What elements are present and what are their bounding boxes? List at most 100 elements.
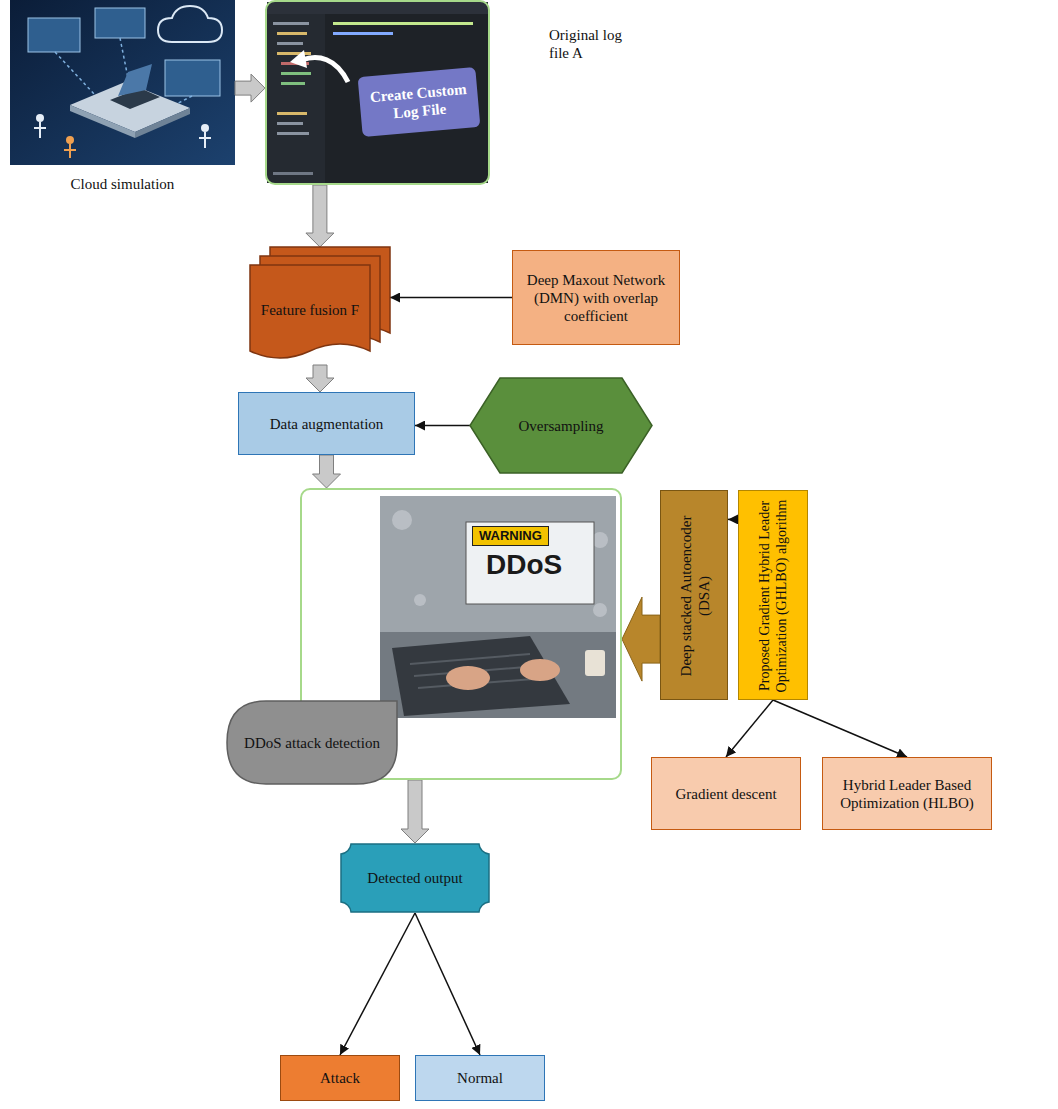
editor-ground	[267, 2, 488, 183]
vertical-box: Deep stacked Autoencoder (DSA)	[660, 490, 728, 700]
curved-arrow-head	[290, 50, 307, 68]
arrow-line	[390, 297, 512, 299]
node-label: Normal	[457, 1069, 503, 1087]
cloud-illustration	[10, 0, 235, 165]
node-label: Cloud simulation	[10, 175, 235, 193]
person-head	[66, 136, 74, 144]
platform-side	[135, 108, 190, 138]
node-label: Feature fusion F	[254, 277, 366, 343]
arrow-line	[773, 700, 907, 757]
person-head	[201, 124, 209, 132]
file-line	[277, 32, 307, 35]
person-body	[199, 132, 211, 148]
cloud-outline	[158, 6, 222, 42]
file-line	[281, 72, 311, 75]
arrow-line	[340, 913, 415, 1055]
screen-panel	[165, 60, 220, 96]
desk	[380, 632, 616, 718]
label-holder: Hybrid Leader Based Optimization (HLBO)	[823, 758, 991, 829]
person-body	[64, 144, 76, 158]
file-line	[273, 172, 313, 175]
bokeh	[593, 603, 607, 617]
node-outline-path	[341, 844, 489, 912]
feature-fusion-documents: Feature fusion F	[250, 247, 390, 365]
node-outline-path	[250, 265, 370, 358]
file-line	[277, 52, 311, 55]
laptop	[392, 636, 570, 716]
node-label: Create Custom Log File	[358, 67, 481, 137]
node-label: Deep Maxout Network (DMN) with overlap c…	[521, 271, 671, 325]
node-label: WARNING	[472, 526, 549, 546]
curved-arrow	[302, 58, 348, 82]
link-lines	[55, 38, 192, 110]
label-holder: Normal	[416, 1056, 544, 1100]
label-holder: Detected output	[340, 843, 490, 913]
result-box: Normal	[415, 1055, 545, 1101]
node-label: Gradient descent	[675, 785, 776, 803]
photo-ground	[380, 496, 616, 718]
node-label: Hybrid Leader Based Optimization (HLBO)	[831, 776, 983, 812]
file-line	[277, 112, 307, 115]
block-arrow	[306, 185, 334, 247]
warning-screen	[466, 522, 594, 604]
node-outline-path	[227, 701, 397, 784]
platform-side	[70, 105, 135, 138]
label-holder: Deep Maxout Network (DMN) with overlap c…	[513, 251, 679, 344]
result-box: Attack	[280, 1055, 400, 1101]
file-line	[277, 122, 303, 125]
node-outline-path	[470, 378, 652, 473]
node-label: Deep stacked Autoencoder (DSA)	[661, 491, 729, 701]
callout-shape: DDoS attack detection	[226, 700, 398, 785]
label-holder: Attack	[281, 1056, 399, 1100]
hand	[520, 659, 560, 681]
bokeh	[392, 510, 412, 530]
block-arrow	[235, 74, 265, 102]
editor-sidebar	[267, 14, 325, 183]
cloud-simulation-image: Cloud simulation	[10, 0, 235, 215]
hexagon-box: Oversampling	[470, 378, 652, 473]
process-box: Gradient descent	[651, 757, 801, 830]
node-label: Oversampling	[519, 417, 604, 435]
laptop-screen	[118, 64, 152, 96]
person-body	[34, 122, 46, 138]
bokeh	[414, 594, 426, 606]
node-label: Attack	[320, 1069, 360, 1087]
process-box: Hybrid Leader Based Optimization (HLBO)	[822, 757, 992, 830]
cloud-scene-ground	[10, 0, 235, 165]
node-label: DDoS attack detection	[244, 734, 380, 752]
label-holder: Gradient descent	[652, 758, 800, 829]
plaque-box: Detected output	[340, 843, 490, 913]
vertical-box: Proposed Gradient Hybrid Leader Optimiza…	[738, 490, 808, 700]
log-editor-illustration	[267, 2, 488, 183]
node-label: Original log file A	[549, 26, 644, 62]
node-label: Detected output	[367, 869, 462, 887]
block-arrow	[306, 365, 334, 392]
file-line	[277, 132, 309, 135]
hand	[446, 666, 490, 690]
ddos-photo-illustration	[380, 496, 616, 718]
arrow-line	[415, 913, 480, 1055]
node-label: Proposed Gradient Hybrid Leader Optimiza…	[739, 491, 809, 701]
block-arrow	[622, 597, 660, 681]
block-arrow	[401, 780, 429, 843]
file-line	[273, 22, 309, 25]
process-box: Deep Maxout Network (DMN) with overlap c…	[512, 250, 680, 345]
arrow-line	[728, 519, 738, 521]
label-holder: DDoS attack detection	[226, 700, 398, 785]
screen-panel	[95, 8, 145, 38]
screen-panel	[28, 18, 80, 52]
label-holder: Data augmentation	[239, 393, 414, 454]
file-line	[281, 82, 305, 85]
code-line	[333, 22, 473, 25]
node-label: DDoS	[486, 548, 562, 582]
label-holder: Oversampling	[470, 378, 652, 473]
cup	[585, 650, 605, 676]
log-file-screenshot: Create Custom Log FileOriginal log file …	[265, 0, 490, 185]
block-arrow	[313, 455, 341, 488]
arrow-line	[415, 425, 470, 427]
arrow-line	[726, 700, 773, 757]
file-line	[277, 42, 303, 45]
code-line	[333, 32, 393, 35]
process-box: Data augmentation	[238, 392, 415, 455]
